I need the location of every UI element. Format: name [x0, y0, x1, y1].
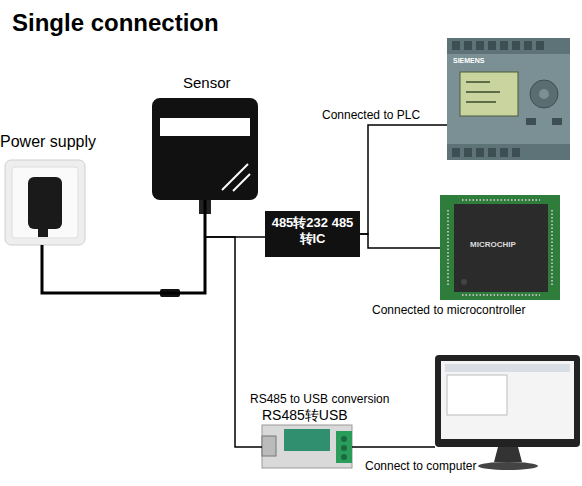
plc-module	[447, 38, 570, 160]
connection-wire	[205, 200, 262, 447]
connection-wire	[360, 234, 440, 248]
power-supply-node: Power supply	[5, 160, 85, 245]
diagram-title: Single connection	[12, 9, 219, 37]
connection-wire	[42, 200, 205, 293]
usb-converter	[262, 425, 352, 468]
brand-label: MICROCHIP	[470, 240, 516, 250]
node-heading: RS485转USB	[262, 407, 348, 424]
node-caption: Connected to PLC	[322, 108, 420, 122]
power-outlet	[5, 160, 85, 245]
computer-monitor	[435, 355, 580, 470]
converter-box: 485转232 485转IC	[265, 211, 360, 257]
connection-wire	[352, 446, 435, 448]
node-heading: Sensor	[183, 74, 231, 92]
node-caption: Connected to microcontroller	[372, 303, 525, 317]
node-heading: Power supply	[0, 132, 96, 151]
connection-wire	[205, 200, 265, 237]
sensor-housing	[152, 98, 258, 214]
node-caption: Connect to computer	[365, 459, 476, 473]
computer-node: Connect to computer	[435, 355, 580, 447]
plc-node: Connected to PLCSIEMENS	[447, 38, 570, 160]
sensor-node: Sensor	[152, 98, 258, 200]
usb-converter-node: RS485 to USB conversionRS485转USB	[262, 425, 352, 468]
connection-wire	[360, 125, 447, 234]
node-heading: RS485 to USB conversion	[250, 392, 389, 406]
microcontroller-node: Connected to microcontrollerMICROCHIP	[440, 195, 560, 300]
box-label: 485转232 485转IC	[271, 215, 354, 246]
brand-label: SIEMENS	[453, 57, 485, 65]
microcontroller-board	[440, 195, 560, 300]
